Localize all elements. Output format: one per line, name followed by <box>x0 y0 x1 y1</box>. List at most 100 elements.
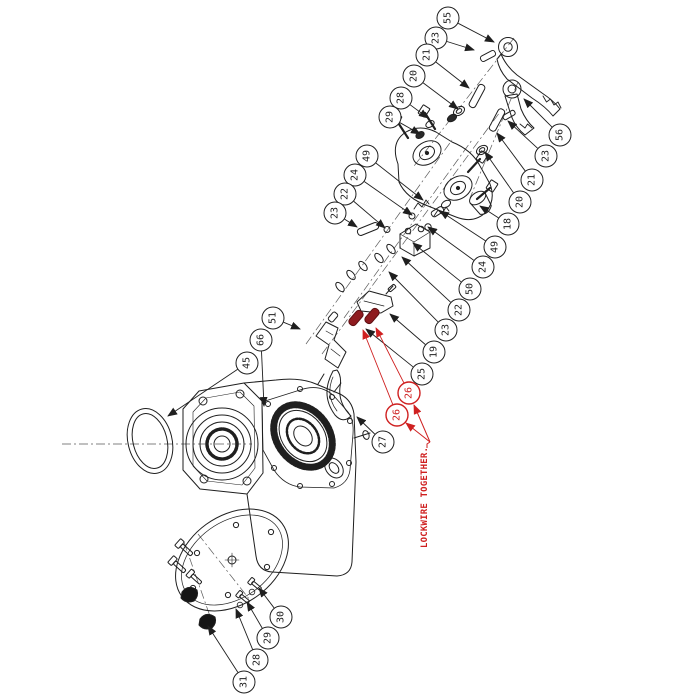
balloon-number: 49 <box>362 150 373 162</box>
balloon-circle <box>371 430 395 454</box>
balloon-circle <box>434 318 458 342</box>
leader-line <box>258 587 275 609</box>
clevis-pin <box>479 49 497 63</box>
clevis-pin <box>488 108 506 132</box>
gasket-outline <box>261 387 354 489</box>
balloon-number: 24 <box>478 261 489 273</box>
balloon-20: 20 <box>402 64 459 110</box>
balloon-23: 23 <box>507 120 558 168</box>
lockwire-balloon-26: 26 <box>375 327 421 405</box>
detent-spring <box>413 199 430 210</box>
balloon-circle <box>235 351 259 375</box>
balloon-number: 31 <box>239 676 250 688</box>
balloon-number: 18 <box>503 218 514 230</box>
balloon-circle <box>343 163 367 187</box>
balloon-circle <box>389 86 413 110</box>
balloon-22: 22 <box>401 256 471 322</box>
balloon-circle <box>385 403 409 427</box>
balloon-number: 23 <box>431 32 442 44</box>
balloon-number: 55 <box>443 12 454 24</box>
shift-fork-lower <box>326 369 352 421</box>
balloon-circle <box>333 182 357 206</box>
balloon-20: 20 <box>484 151 532 214</box>
shift-rail-parts <box>335 199 452 293</box>
leader-line <box>457 22 495 43</box>
balloon-number: 26 <box>392 409 403 421</box>
leader-line <box>167 369 238 417</box>
cover-boss <box>412 140 442 166</box>
balloon-circle <box>355 144 379 168</box>
lever-pins <box>468 49 516 132</box>
balloon-number: 66 <box>256 334 267 346</box>
lockwire-pins <box>348 307 380 327</box>
leader-line <box>235 608 254 650</box>
lever-upper <box>496 37 562 117</box>
balloon-28: 28 <box>389 86 429 119</box>
balloon-circle <box>415 43 439 67</box>
balloon-layer: 5523212028295623212018492450222319252626… <box>167 6 572 694</box>
balloon-number: 45 <box>242 357 253 369</box>
leader-line <box>388 271 439 323</box>
leader-line <box>283 321 301 330</box>
shift-fork-upper <box>315 311 347 369</box>
balloon-circle <box>447 298 471 322</box>
cover-stud <box>475 179 499 201</box>
balloon-29: 29 <box>378 105 421 135</box>
balloon-21: 21 <box>496 132 544 192</box>
balloon-circle <box>422 340 446 364</box>
balloon-28: 28 <box>235 608 269 672</box>
balloon-23: 23 <box>388 271 458 342</box>
lockwire-balloon-26: 26 <box>362 329 409 427</box>
balloon-circle <box>397 381 421 405</box>
balloon-circle <box>249 328 273 352</box>
leader-line <box>401 256 451 303</box>
balloon-circle <box>269 605 293 629</box>
balloon-66: 66 <box>249 328 273 407</box>
balloon-circle <box>436 6 460 30</box>
clevis-pin <box>468 83 486 109</box>
lockwire-annotation: LOCKWIRE TOGETHER. <box>405 404 431 548</box>
balloon-number: 51 <box>268 312 279 324</box>
balloon-49: 49 <box>355 144 424 201</box>
cover-screw <box>167 555 187 574</box>
balloon-circle <box>508 190 532 214</box>
balloon-number: 50 <box>465 283 476 295</box>
mounting-flange <box>182 382 264 495</box>
leader-line <box>375 162 424 201</box>
balloon-circle <box>548 123 572 147</box>
leader-line <box>207 625 239 673</box>
leader-line <box>365 328 414 368</box>
balloon-circle <box>378 105 402 129</box>
balloon-number: 28 <box>252 654 263 666</box>
balloon-27: 27 <box>356 416 395 454</box>
balloon-50: 50 <box>412 242 482 301</box>
balloon-number: 28 <box>396 92 407 104</box>
balloon-25: 25 <box>365 328 434 386</box>
leader-line <box>484 151 514 193</box>
leader-line <box>399 122 421 135</box>
balloon-23: 23 <box>424 26 475 52</box>
leader-line <box>496 132 526 172</box>
balloon-circle <box>256 626 280 650</box>
bearing <box>324 457 344 479</box>
clevis-pin <box>502 109 516 121</box>
balloon-circle <box>471 255 495 279</box>
balloon-number: 29 <box>385 111 396 123</box>
leader-line <box>427 226 474 261</box>
balloon-21: 21 <box>415 43 470 89</box>
top-cover <box>389 104 499 221</box>
balloon-19: 19 <box>389 313 446 364</box>
washer-stack <box>475 144 489 156</box>
balloon-number: 30 <box>276 611 287 623</box>
leader-line <box>344 218 358 228</box>
balloon-circle <box>483 235 507 259</box>
leader-line <box>356 416 376 435</box>
balloon-number: 56 <box>555 129 566 141</box>
balloon-45: 45 <box>167 351 259 417</box>
cover-screw <box>174 538 194 557</box>
balloon-number: 23 <box>541 150 552 162</box>
detent-ball <box>383 226 391 233</box>
balloon-number: 23 <box>330 207 341 219</box>
balloon-number: 20 <box>409 70 420 82</box>
